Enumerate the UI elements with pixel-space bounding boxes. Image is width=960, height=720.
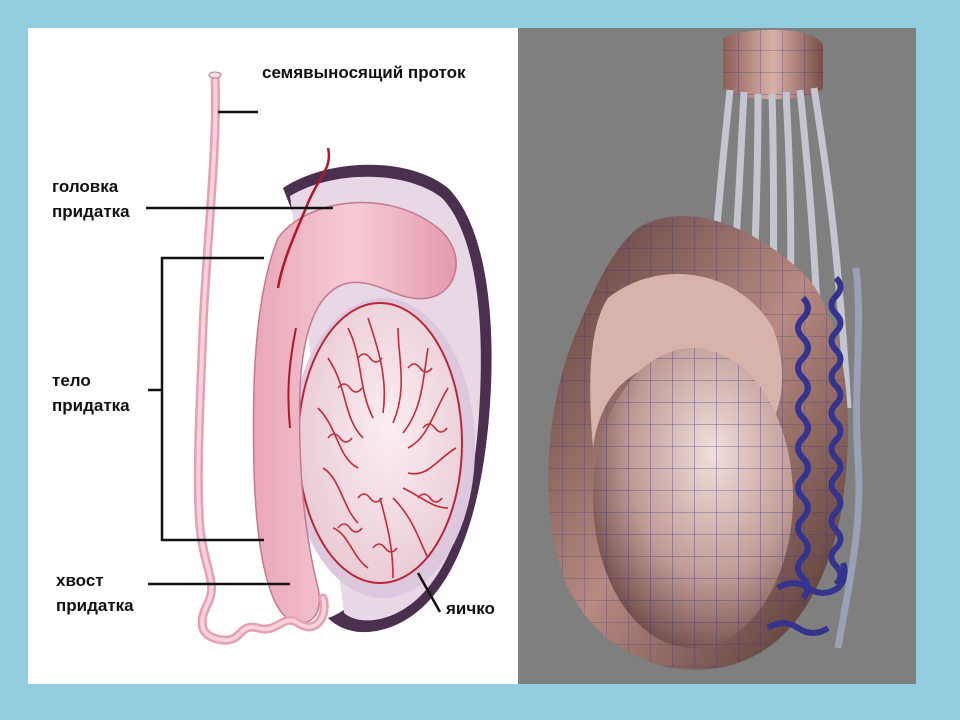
blood-vessel [276, 147, 331, 289]
leader-lines [146, 110, 442, 613]
label-tail: хвост придатка [56, 568, 134, 618]
3d-model-panel [518, 28, 916, 684]
seminiferous-tubules [317, 317, 457, 579]
blood-vessel-branch [287, 327, 297, 429]
leader-testis [416, 572, 442, 613]
vas-deferens-3d [834, 267, 863, 649]
label-body: тело придатка [52, 368, 130, 418]
vas-deferens-highlight [196, 74, 327, 643]
testis-body [297, 302, 463, 584]
label-testis: яичко [446, 599, 495, 618]
label-tail-line1: хвост [56, 571, 104, 590]
3d-testis-model [548, 29, 863, 670]
label-body-line2: придатка [52, 396, 130, 415]
label-head: головка придатка [52, 174, 130, 224]
label-vas-deferens: семявыносящий проток [262, 63, 466, 82]
bracket-body [160, 256, 264, 542]
label-head-line1: головка [52, 177, 119, 196]
coiled-epididymis-duct [766, 275, 848, 636]
testis-sphere-mesh [593, 348, 793, 648]
testis-illustration [146, 71, 492, 645]
label-head-line2: придатка [52, 202, 130, 221]
label-tail-line2: придатка [56, 596, 134, 615]
label-body-line1: тело [52, 371, 91, 390]
epididymis [252, 201, 457, 624]
vas-deferens-opening [208, 71, 222, 79]
cord-cap-mesh [723, 29, 823, 100]
anatomy-diagram-panel: семявыносящий проток головка придатка те… [28, 28, 518, 684]
